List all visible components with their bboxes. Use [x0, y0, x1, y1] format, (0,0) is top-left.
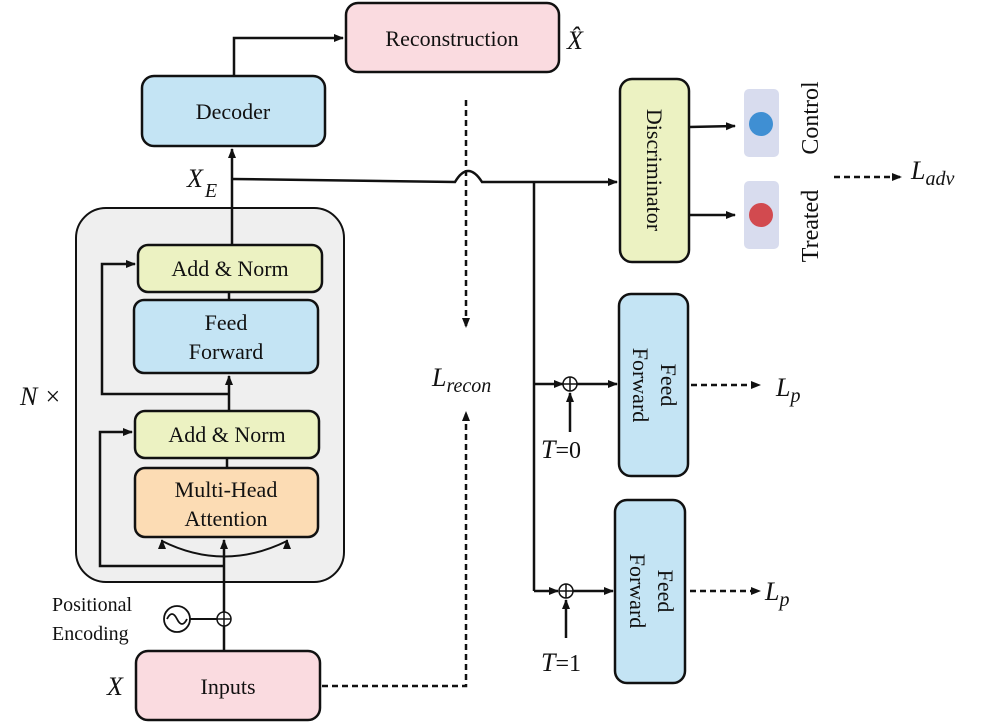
positional-add-icon — [216, 611, 232, 627]
treated-label: Treated — [798, 190, 824, 262]
disc-to-control-arrow — [688, 122, 736, 131]
positional-line2: Encoding — [52, 623, 129, 645]
concat-t0-icon — [562, 376, 578, 392]
discriminator-label: Discriminator — [642, 109, 667, 232]
residual-bottom-arrow — [98, 428, 224, 568]
inputs-label: Inputs — [201, 674, 256, 699]
ff-t0-line2: Forward — [628, 348, 653, 423]
decoder-box: Decoder — [140, 74, 327, 148]
ff-t0-line1: Feed — [656, 364, 681, 407]
treated-dot-icon — [749, 203, 773, 227]
decoder-to-reconstruction-arrow — [232, 34, 344, 76]
t1-label: T=1 — [541, 648, 581, 677]
control-dot-icon — [749, 112, 773, 136]
lp-top-label: Lp — [775, 373, 800, 407]
mha-line1: Multi-Head — [175, 477, 278, 502]
treated-indicator — [744, 181, 779, 249]
positional-line1: Positional — [52, 594, 132, 616]
residual-top-arrow — [100, 260, 229, 396]
feed-forward-line2: Forward — [189, 339, 264, 364]
reconstruction-box: Reconstruction — [344, 1, 561, 74]
decoder-label: Decoder — [196, 99, 271, 124]
ff-t1-line2: Forward — [625, 554, 650, 629]
reconstruction-label: Reconstruction — [385, 26, 518, 51]
inputs-to-lrecon-arrow — [322, 411, 470, 688]
inputs-box: Inputs — [134, 649, 322, 722]
feed-forward-box: Feed Forward — [132, 298, 320, 375]
l-recon-label: Lrecon — [431, 363, 491, 397]
xe-to-discriminator-line — [231, 169, 618, 186]
l-adv-label: Ladv — [910, 156, 954, 190]
x-input-label: X — [106, 672, 124, 701]
concat-t1-icon — [558, 583, 574, 599]
control-label: Control — [798, 81, 824, 155]
feed-forward-t0-box: Feed Forward — [617, 292, 690, 478]
add-norm-top-box: Add & Norm — [136, 243, 324, 294]
add-norm-bottom-label: Add & Norm — [168, 422, 285, 447]
discriminator-box: Discriminator — [618, 77, 691, 264]
positional-encoding-icon — [163, 605, 191, 633]
n-times-label: N × — [19, 382, 61, 411]
control-indicator — [744, 89, 779, 157]
x-hat-label: X̂ — [566, 26, 584, 55]
mha-split-curve — [161, 540, 288, 558]
lp-bottom-label: Lp — [764, 577, 789, 611]
t0-label: T=0 — [541, 435, 581, 464]
multi-head-attention-box: Multi-Head Attention — [133, 466, 320, 539]
add-norm-top-label: Add & Norm — [171, 256, 288, 281]
add-norm-bottom-box: Add & Norm — [133, 409, 321, 460]
ff-t1-line1: Feed — [653, 570, 678, 613]
feed-forward-t1-box: Feed Forward — [613, 498, 687, 685]
feed-forward-line1: Feed — [205, 310, 248, 335]
mha-line2: Attention — [184, 506, 267, 531]
